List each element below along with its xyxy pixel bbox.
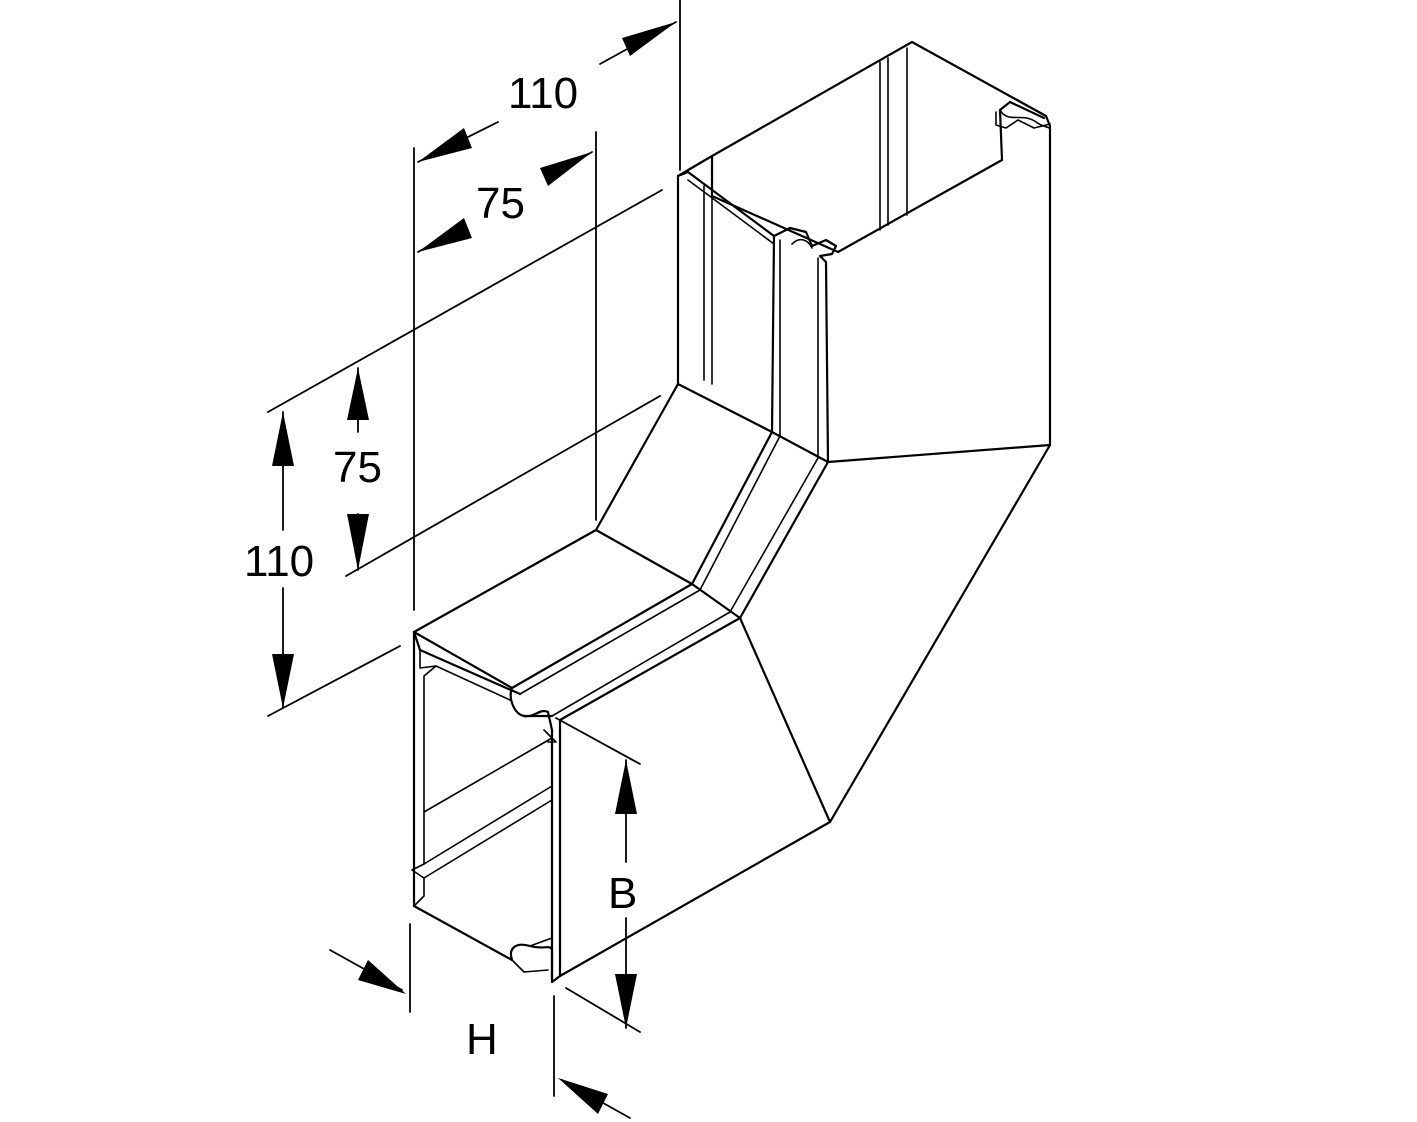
top-outer-dimension-label: 110	[508, 69, 578, 118]
left-inner-dimension-label: 75	[333, 443, 382, 492]
dimension-lines	[267, 0, 681, 1119]
dimension-arrowheads	[272, 22, 676, 1114]
arrow-h-right	[558, 1078, 608, 1114]
arrow-left110-bottom	[272, 654, 294, 708]
arrow-h-left	[358, 960, 406, 994]
top-inner-dimension-label: 75	[476, 179, 525, 228]
arrow-b-top	[615, 760, 637, 814]
arrow-top110-right	[622, 22, 676, 56]
arrow-left75-top	[347, 368, 369, 420]
width-b-label: B	[608, 869, 637, 918]
left-outer-dimension-label: 110	[244, 537, 314, 586]
dimension-labels: 110 75 110 75 B H	[244, 69, 637, 1064]
arrow-top110-left	[418, 128, 472, 162]
arrow-left75-bottom	[347, 514, 369, 570]
height-h-label: H	[466, 1015, 498, 1064]
arrow-top75-left	[418, 218, 472, 252]
arrow-top75-right	[540, 152, 592, 186]
arrow-left110-top	[272, 412, 294, 466]
arrow-b-bottom	[615, 974, 637, 1028]
cable-duct-bend	[411, 40, 1052, 984]
